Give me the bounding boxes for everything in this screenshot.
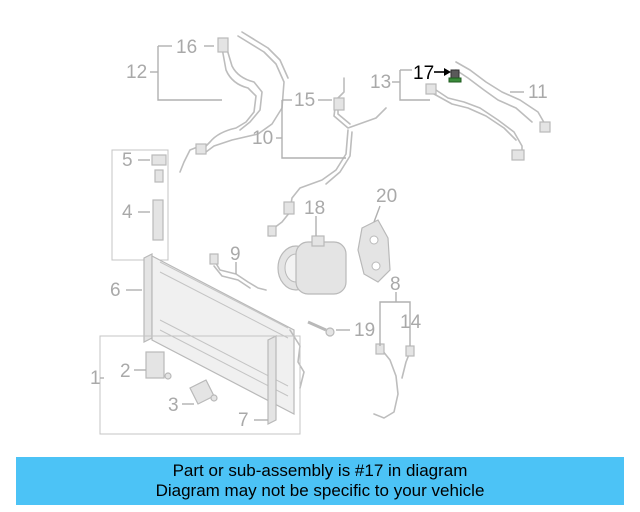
callout-4: 4 <box>122 202 133 223</box>
callout-14: 14 <box>400 312 422 333</box>
callout-20: 20 <box>376 186 397 207</box>
callout-15: 15 <box>294 90 315 111</box>
banner-disclaimer: Diagram may not be specific to your vehi… <box>155 481 485 500</box>
callout-1: 1 <box>90 368 101 389</box>
parts-diagram: 1 2 3 4 5 6 7 8 9 10 11 12 13 14 15 16 1… <box>90 31 551 435</box>
callout-3: 3 <box>168 395 179 416</box>
callout-5: 5 <box>122 150 133 171</box>
condenser-assembly-1 <box>99 253 305 435</box>
info-banner: Part or sub-assembly is #17 in diagram D… <box>16 457 624 505</box>
callout-17: 17 <box>413 63 434 84</box>
pressure-sensor-8 <box>373 343 415 419</box>
hose-9 <box>209 253 267 291</box>
callout-12: 12 <box>126 62 147 83</box>
compressor-18 <box>277 235 347 295</box>
ac-hose-assembly-11 <box>425 61 551 161</box>
callout-6: 6 <box>110 280 121 301</box>
pressure-valve-17 <box>448 69 462 83</box>
callout-11: 11 <box>528 82 548 103</box>
receiver-drier-4 <box>111 149 169 261</box>
callout-10: 10 <box>252 128 273 149</box>
bolt-19 <box>307 320 335 337</box>
ac-hose-assembly-10 <box>267 77 387 237</box>
callout-7: 7 <box>238 410 249 431</box>
callout-18: 18 <box>304 198 325 219</box>
callout-19: 19 <box>354 320 375 341</box>
ac-hose-assembly-12 <box>179 31 289 173</box>
leader-lines <box>100 45 524 421</box>
callout-2: 2 <box>120 361 131 382</box>
banner-part-note: Part or sub-assembly is #17 in diagram <box>172 461 468 480</box>
callout-9: 9 <box>230 244 241 265</box>
callout-8: 8 <box>390 274 401 295</box>
callout-17-arrowhead <box>444 68 451 76</box>
compressor-bracket-20 <box>357 219 391 283</box>
callout-16: 16 <box>176 37 197 58</box>
callout-13: 13 <box>370 72 391 93</box>
